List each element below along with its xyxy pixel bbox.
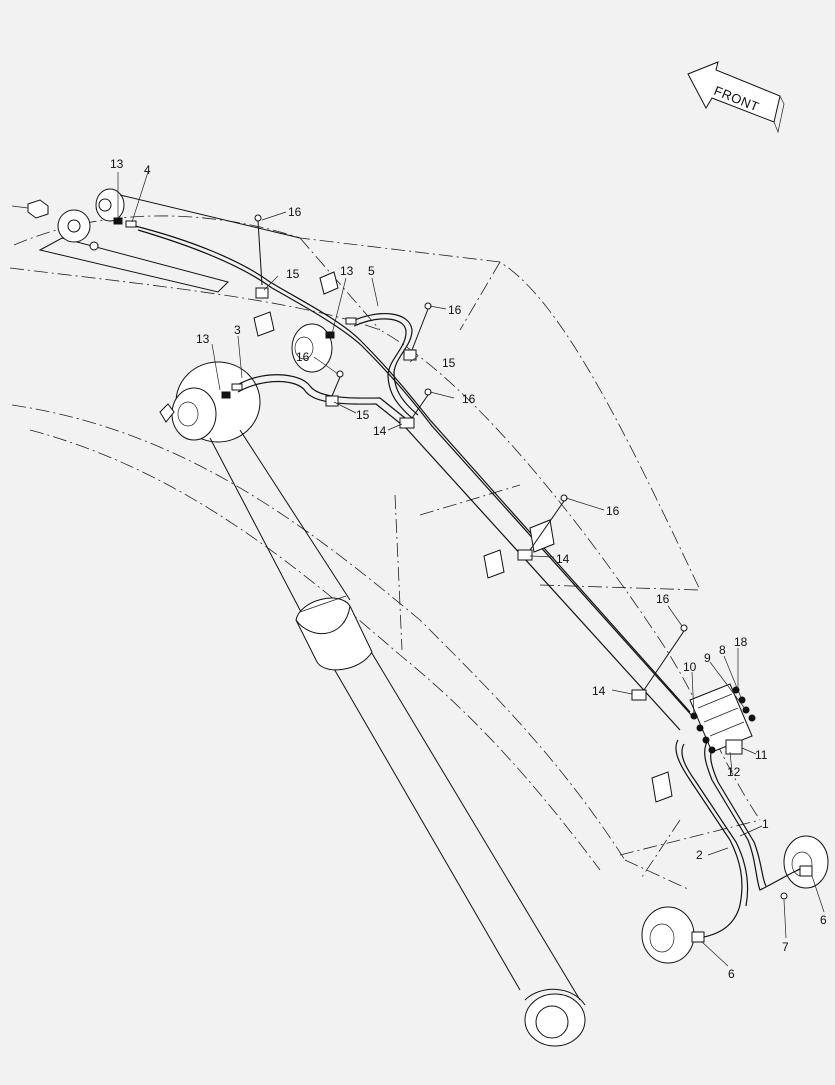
callout-16: 16 — [448, 303, 462, 317]
boom-tip-bracket — [11, 188, 301, 293]
callout-2: 2 — [696, 848, 703, 862]
callout-16: 16 — [462, 392, 476, 406]
leader-lines — [117, 171, 825, 967]
callout-14: 14 — [373, 424, 387, 438]
callout-15: 15 — [442, 356, 456, 370]
callout-6: 6 — [728, 967, 735, 981]
callout-13: 13 — [110, 157, 124, 171]
boom-foot-boss-left — [641, 906, 695, 964]
callout-15: 15 — [286, 267, 300, 281]
front-arrow-icon: FRONT — [687, 61, 785, 134]
hose-fittings — [113, 217, 357, 399]
callout-14: 14 — [556, 552, 570, 566]
callout-13: 13 — [340, 264, 354, 278]
callout-15: 15 — [356, 408, 370, 422]
callout-16: 16 — [296, 350, 310, 364]
cylinder-rod-end — [159, 361, 261, 443]
callout-16: 16 — [656, 592, 670, 606]
callout-16: 16 — [606, 504, 620, 518]
callout-4: 4 — [144, 163, 151, 177]
callout-12: 12 — [727, 765, 741, 779]
callout-18: 18 — [734, 635, 748, 649]
callout-14: 14 — [592, 684, 606, 698]
boom-foot-boss-right — [783, 835, 829, 889]
callout-7: 7 — [782, 940, 789, 954]
valve-block — [689, 683, 756, 755]
callout-13: 13 — [196, 332, 210, 346]
callout-10: 10 — [683, 660, 697, 674]
bolts — [254, 214, 688, 691]
callout-5: 5 — [368, 264, 375, 278]
callout-6: 6 — [820, 913, 827, 927]
callout-11: 11 — [755, 748, 768, 762]
end-fittings — [691, 865, 813, 943]
callout-3: 3 — [234, 323, 241, 337]
callout-9: 9 — [704, 651, 711, 665]
callout-16: 16 — [288, 205, 302, 219]
boom-outline — [9, 215, 761, 891]
callout-8: 8 — [719, 643, 726, 657]
pipe-clamps — [253, 271, 673, 803]
callout-labels: 13 4 16 15 13 5 16 13 3 16 15 16 15 14 1… — [110, 157, 827, 981]
callout-1: 1 — [762, 817, 769, 831]
boom-pin-boss-upper — [291, 323, 333, 373]
boom-cylinder — [209, 429, 586, 1047]
